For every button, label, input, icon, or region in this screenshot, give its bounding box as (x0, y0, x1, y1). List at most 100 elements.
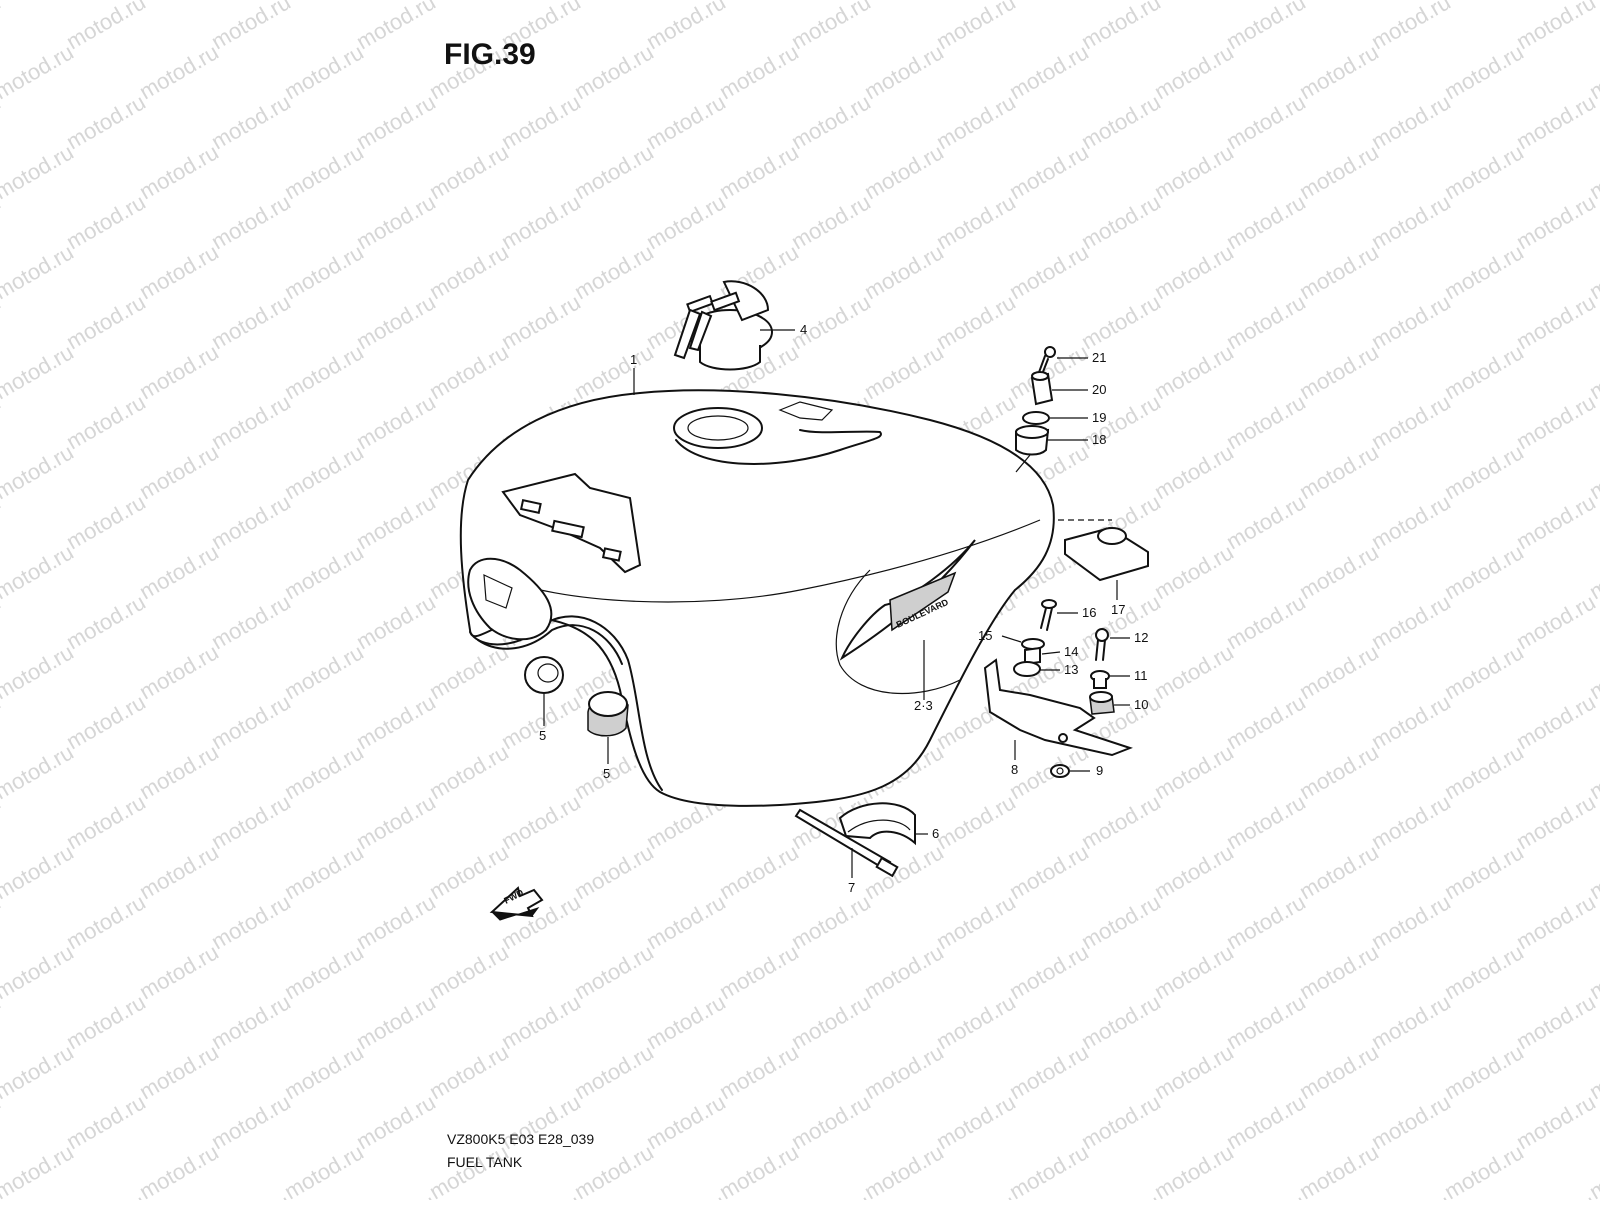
watermark-text: motod.ru (1150, 339, 1238, 404)
watermark-text: motod.ru (1222, 289, 1310, 354)
watermark-text: motod.ru (1150, 39, 1238, 104)
watermark-text: motod.ru (352, 1189, 440, 1200)
watermark-text: motod.ru (932, 889, 1020, 954)
watermark-text: motod.ru (135, 639, 223, 704)
watermark-text: motod.ru (1222, 89, 1310, 154)
watermark-text: motod.ru (280, 39, 368, 104)
nut-9 (1050, 764, 1070, 778)
watermark-text: motod.ru (1295, 839, 1383, 904)
watermark-text: motod.ru (135, 0, 223, 4)
callout-16: 16 (1082, 605, 1096, 620)
watermark-text: motod.ru (1512, 989, 1600, 1054)
watermark-text: motod.ru (1150, 539, 1238, 604)
watermark-text: motod.ru (1295, 1139, 1383, 1200)
watermark-text: motod.ru (1295, 0, 1383, 4)
watermark-text: motod.ru (1005, 239, 1093, 304)
watermark-text: motod.ru (1077, 789, 1165, 854)
fuel-tank: BOULEVARD (459, 389, 1055, 807)
watermark-text: motod.ru (1512, 589, 1600, 654)
callout-17: 17 (1111, 602, 1125, 617)
watermark-text: motod.ru (62, 1189, 150, 1200)
watermark-text: motod.ru (1077, 889, 1165, 954)
watermark-text: motod.ru (62, 989, 150, 1054)
watermark-text: motod.ru (1367, 489, 1455, 554)
callout-15: 15 (978, 628, 992, 643)
watermark-text: motod.ru (570, 1139, 658, 1200)
watermark-text: motod.ru (352, 489, 440, 554)
watermark-text: motod.ru (642, 89, 730, 154)
callout-labels: 1 2·3 4 5 5 6 7 8 9 10 11 12 13 14 15 16… (539, 322, 1148, 895)
watermark-text: motod.ru (135, 39, 223, 104)
watermark-text: motod.ru (1512, 489, 1600, 554)
watermark-text: motod.ru (1005, 0, 1093, 4)
callout-11: 11 (1134, 668, 1148, 683)
watermark-text: motod.ru (1440, 139, 1528, 204)
watermark-text: motod.ru (280, 839, 368, 904)
watermark-text: motod.ru (62, 489, 150, 554)
watermark-text: motod.ru (787, 189, 875, 254)
watermark-text: motod.ru (135, 139, 223, 204)
watermark-text: motod.ru (62, 289, 150, 354)
watermark-text: motod.ru (1367, 889, 1455, 954)
watermark-text: motod.ru (0, 0, 5, 54)
watermark-text: motod.ru (425, 839, 513, 904)
watermark-text: motod.ru (1295, 939, 1383, 1004)
watermark-text: motod.ru (932, 1189, 1020, 1200)
watermark-text: motod.ru (1150, 1039, 1238, 1104)
callout-21: 21 (1092, 350, 1106, 365)
rear-cushion-17 (1058, 519, 1149, 582)
watermark-text: motod.ru (1367, 289, 1455, 354)
watermark-text: motod.ru (0, 539, 78, 604)
callout-14: 14 (1064, 644, 1078, 659)
callout-1: 1 (630, 352, 637, 367)
watermark-text: motod.ru (1077, 1189, 1165, 1200)
watermark-text: motod.ru (1367, 1189, 1455, 1200)
watermark-text: motod.ru (1367, 989, 1455, 1054)
callout-13: 13 (1064, 662, 1078, 677)
watermark-text: motod.ru (62, 789, 150, 854)
watermark-text: motod.ru (570, 939, 658, 1004)
watermark-text: motod.ru (1005, 839, 1093, 904)
collar-20 (1030, 371, 1054, 406)
watermark-text: motod.ru (425, 1039, 513, 1104)
watermark-text: motod.ru (280, 139, 368, 204)
watermark-text: motod.ru (1150, 239, 1238, 304)
watermark-text: motod.ru (1222, 1189, 1310, 1200)
watermark-text: motod.ru (62, 189, 150, 254)
watermark-text: motod.ru (1440, 539, 1528, 604)
cushion-18 (1015, 425, 1050, 456)
watermark-text: motod.ru (787, 89, 875, 154)
watermark-text: motod.ru (1440, 639, 1528, 704)
watermark-text: motod.ru (642, 989, 730, 1054)
watermark-text: motod.ru (1512, 789, 1600, 854)
watermark-text: motod.ru (715, 839, 803, 904)
watermark-text: motod.ru (1512, 189, 1600, 254)
watermark-text: motod.ru (207, 0, 295, 54)
watermark-text: motod.ru (497, 89, 585, 154)
watermark-text: motod.ru (207, 389, 295, 454)
watermark-text: motod.ru (1512, 689, 1600, 754)
watermark-text: motod.ru (1150, 139, 1238, 204)
watermark-text: motod.ru (1440, 1039, 1528, 1104)
watermark-text: motod.ru (1005, 39, 1093, 104)
watermark-text: motod.ru (1440, 839, 1528, 904)
watermark-text: motod.ru (642, 0, 730, 54)
watermark-text: motod.ru (425, 0, 513, 4)
washer-19 (1022, 411, 1050, 425)
watermark-text: motod.ru (207, 789, 295, 854)
watermark-text: motod.ru (642, 1089, 730, 1154)
watermark-text: motod.ru (1077, 89, 1165, 154)
watermark-text: motod.ru (570, 1039, 658, 1104)
watermark-text: motod.ru (352, 589, 440, 654)
watermark-text: motod.ru (497, 789, 585, 854)
watermark-text: motod.ru (715, 139, 803, 204)
watermark-text: motod.ru (1512, 889, 1600, 954)
callout-6: 6 (932, 826, 939, 841)
watermark-text: motod.ru (1440, 439, 1528, 504)
watermark-text: motod.ru (787, 989, 875, 1054)
watermark-text: motod.ru (860, 339, 948, 404)
watermark-text: motod.ru (62, 0, 150, 54)
watermark-text: motod.ru (1295, 739, 1383, 804)
watermark-text: motod.ru (135, 739, 223, 804)
